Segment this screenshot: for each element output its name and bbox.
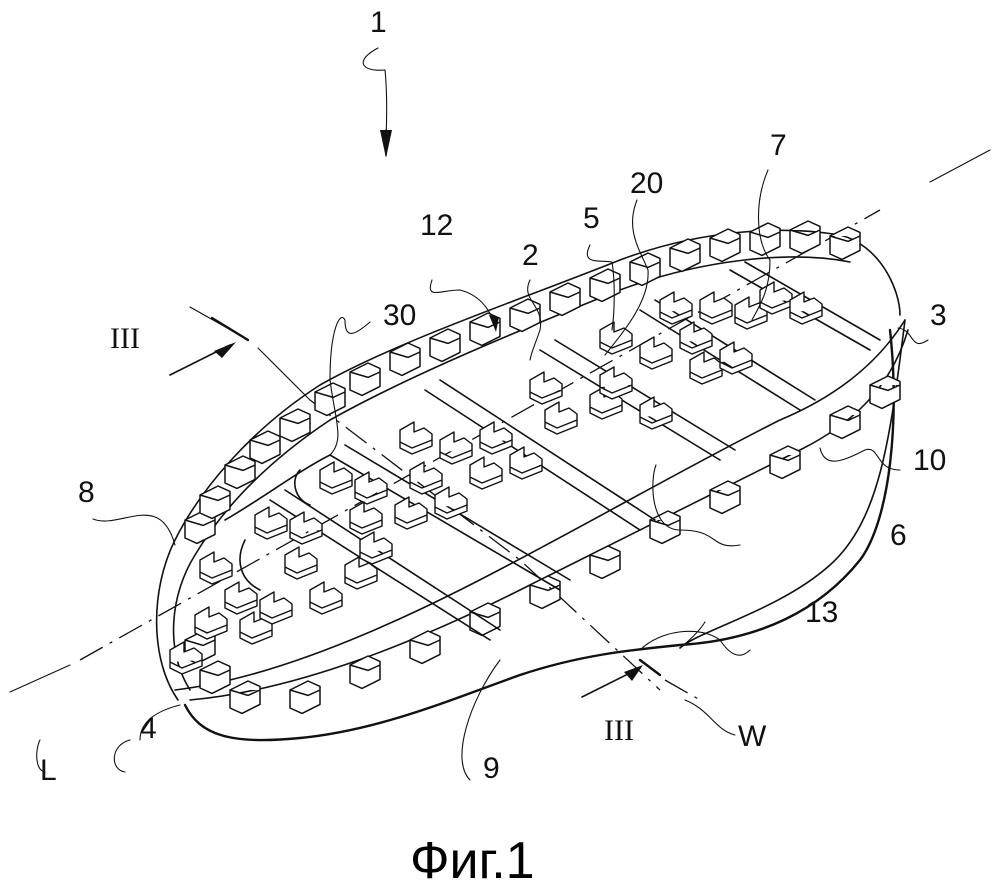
cleat-block bbox=[479, 421, 513, 455]
edge-lug bbox=[289, 680, 321, 715]
section-arrow-icon bbox=[624, 665, 643, 681]
arrow-12-icon bbox=[489, 315, 499, 332]
section-label-bottom: III bbox=[604, 714, 634, 747]
arrow-1-icon bbox=[380, 130, 392, 158]
tread-channels bbox=[224, 261, 881, 641]
section-arrow-icon bbox=[214, 342, 236, 358]
label-L: L bbox=[40, 754, 57, 787]
cleat-block bbox=[434, 486, 468, 520]
section-line-bottom bbox=[309, 399, 701, 701]
edge-lug bbox=[229, 680, 261, 715]
cleat-block bbox=[349, 501, 383, 535]
label-30: 30 bbox=[383, 299, 416, 332]
reference-labels: 1 12 2 5 20 7 3 30 8 10 6 13 4 9 L W III… bbox=[40, 6, 947, 787]
label-9: 9 bbox=[483, 752, 500, 785]
label-13: 13 bbox=[805, 596, 838, 629]
edge-lug bbox=[409, 630, 441, 665]
cleat-block bbox=[359, 531, 393, 565]
cleat-block bbox=[469, 456, 503, 490]
cleat-block bbox=[399, 421, 433, 455]
edge-lug bbox=[649, 510, 681, 545]
cleat-block bbox=[309, 581, 343, 615]
edge-lug bbox=[224, 455, 256, 490]
edge-lug bbox=[199, 660, 231, 695]
cleat-block bbox=[544, 401, 578, 435]
edge-lug bbox=[709, 480, 741, 515]
cleat-block bbox=[639, 396, 673, 430]
edge-lug bbox=[199, 485, 231, 520]
label-12: 12 bbox=[420, 209, 453, 242]
edge-lug bbox=[469, 602, 501, 637]
cleat-block bbox=[169, 641, 203, 675]
edge-lug bbox=[389, 342, 421, 377]
cleat-block bbox=[259, 591, 293, 625]
section-line-top bbox=[169, 306, 311, 401]
edge-lug bbox=[829, 405, 861, 440]
label-8: 8 bbox=[78, 476, 95, 509]
cleat-block bbox=[699, 291, 733, 325]
cleat-block bbox=[409, 461, 443, 495]
edge-lug bbox=[709, 228, 741, 263]
edge-lug bbox=[349, 362, 381, 397]
label-7: 7 bbox=[770, 129, 787, 162]
cleat-block bbox=[439, 431, 473, 465]
label-3: 3 bbox=[930, 299, 947, 332]
cleat-block bbox=[194, 606, 228, 640]
cleats bbox=[169, 281, 823, 675]
label-10: 10 bbox=[913, 444, 946, 477]
cleat-block bbox=[639, 336, 673, 370]
cleat-block bbox=[529, 371, 563, 405]
edge-lug bbox=[629, 252, 661, 287]
cleat-block bbox=[254, 506, 288, 540]
edge-lug bbox=[249, 430, 281, 465]
cleat-block bbox=[394, 496, 428, 530]
cleat-block bbox=[344, 556, 378, 590]
figure-caption: Фиг.1 bbox=[410, 832, 535, 890]
cleat-block bbox=[719, 341, 753, 375]
edge-lug bbox=[789, 220, 821, 255]
cleat-block bbox=[199, 551, 233, 585]
cleat-block bbox=[789, 291, 823, 325]
cleat-block bbox=[224, 581, 258, 615]
label-6: 6 bbox=[890, 519, 907, 552]
edge-lug bbox=[669, 238, 701, 273]
cleat-block bbox=[689, 351, 723, 385]
edge-lug bbox=[184, 510, 216, 545]
edge-lug bbox=[589, 545, 621, 580]
edge-lug bbox=[869, 375, 901, 410]
cleat-block bbox=[289, 511, 323, 545]
cleat-block bbox=[284, 546, 318, 580]
cleat-block bbox=[319, 461, 353, 495]
label-W: W bbox=[738, 720, 767, 753]
edge-lug bbox=[314, 382, 346, 417]
cleat-block bbox=[599, 366, 633, 400]
cleat-block bbox=[659, 291, 693, 325]
edge-lug bbox=[829, 226, 861, 261]
cleat-block bbox=[679, 321, 713, 355]
label-1: 1 bbox=[370, 6, 387, 39]
section-label-top: III bbox=[110, 322, 140, 355]
edge-lug bbox=[429, 328, 461, 363]
edge-lug bbox=[549, 282, 581, 317]
edge-lug bbox=[279, 408, 311, 443]
label-5: 5 bbox=[583, 202, 600, 235]
edge-lug bbox=[769, 445, 801, 480]
cleat-block bbox=[354, 471, 388, 505]
edge-lugs bbox=[184, 220, 901, 715]
edge-lug bbox=[349, 655, 381, 690]
edge-lug bbox=[509, 298, 541, 333]
cleat-block bbox=[759, 281, 793, 315]
label-2: 2 bbox=[522, 239, 539, 272]
label-20: 20 bbox=[630, 167, 663, 200]
cleat-block bbox=[509, 446, 543, 480]
edge-lug bbox=[589, 268, 621, 303]
label-4: 4 bbox=[140, 712, 157, 745]
edge-lug bbox=[749, 222, 781, 257]
leader-lines bbox=[36, 47, 929, 781]
